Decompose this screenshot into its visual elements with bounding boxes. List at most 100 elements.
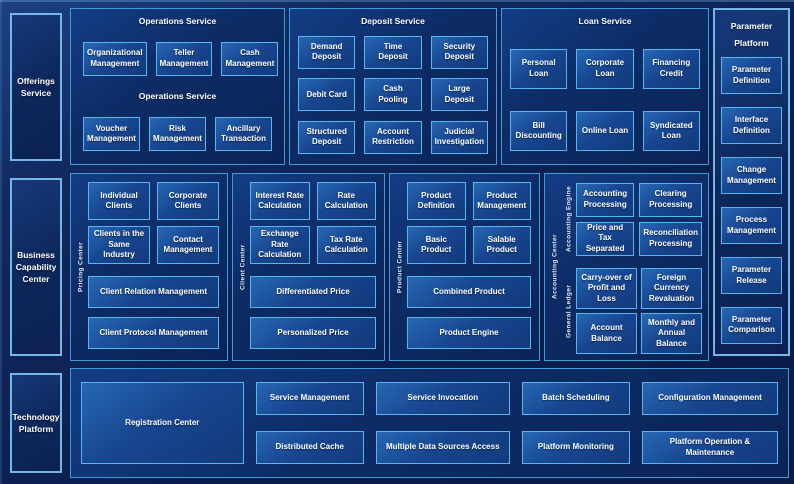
- box-bill-discounting: Bill Discounting: [510, 111, 568, 151]
- parameter-platform-panel: Parameter Platform Parameter Definition …: [713, 8, 790, 356]
- loan-service-panel: Loan Service Personal Loan Corporate Loa…: [501, 8, 709, 165]
- box-carry-over-profit-loss: Carry-over of Profit and Loss: [576, 268, 637, 309]
- deposit-row-2: Debit Card Cash Pooling Large Deposit: [298, 78, 488, 112]
- box-platform-operation-maintenance: Platform Operation & Maintenance: [641, 431, 778, 464]
- box-monthly-annual-balance: Monthly and Annual Balance: [641, 313, 702, 354]
- operations-service-panel: Operations Service Organizational Manage…: [70, 8, 285, 165]
- box-clearing-processing: Clearing Processing: [639, 182, 702, 217]
- box-client-relation-management: Client Relation Management: [88, 276, 219, 308]
- box-demand-deposit: Demand Deposit: [298, 35, 356, 69]
- accounting-engine-side-label: Accounting Engine: [565, 185, 573, 253]
- product-center-content: Product Definition Product Management Ba…: [407, 182, 531, 352]
- client-center-content: Interest Rate Calculation Rate Calculati…: [250, 182, 376, 352]
- technology-column-3: Batch Scheduling Platform Monitoring: [521, 382, 630, 464]
- loan-row-2: Bill Discounting Online Loan Syndicated …: [510, 111, 700, 151]
- box-platform-monitoring: Platform Monitoring: [521, 431, 630, 464]
- box-configuration-management: Configuration Management: [641, 382, 778, 415]
- client-center-panel: Client Center Interest Rate Calculation …: [232, 173, 385, 361]
- technology-column-4: Configuration Management Platform Operat…: [641, 382, 778, 464]
- client-center-side-label: Client Center: [239, 244, 247, 290]
- box-personal-loan: Personal Loan: [510, 48, 568, 89]
- box-reconciliation-processing: Reconciliation Processing: [639, 221, 702, 256]
- box-tax-rate-calculation: Tax Rate Calculation: [316, 226, 376, 264]
- box-rate-calculation: Rate Calculation: [316, 182, 376, 220]
- box-risk-management: Risk Management: [149, 116, 206, 151]
- box-service-invocation: Service Invocation: [375, 382, 510, 415]
- box-client-protocol-management: Client Protocol Management: [88, 317, 219, 349]
- box-interest-rate-calculation: Interest Rate Calculation: [250, 182, 310, 220]
- deposit-service-panel: Deposit Service Demand Deposit Time Depo…: [289, 8, 497, 165]
- box-multiple-data-sources-access: Multiple Data Sources Access: [375, 431, 510, 464]
- box-individual-clients: Individual Clients: [88, 182, 150, 220]
- box-account-restriction: Account Restriction: [364, 120, 422, 154]
- box-basic-product: Basic Product: [407, 226, 466, 264]
- box-registration-center: Registration Center: [81, 382, 244, 464]
- product-center-side-label: Product Center: [396, 240, 404, 294]
- accounting-engine-group: Accounting Engine Accounting Processing …: [562, 180, 702, 258]
- box-account-balance: Account Balance: [576, 313, 637, 354]
- box-distributed-cache: Distributed Cache: [255, 431, 364, 464]
- pricing-center-content: Individual Clients Corporate Clients Cli…: [88, 182, 219, 352]
- accounting-center-side-label: Accounting Center: [551, 234, 559, 300]
- operations-row-1: Organizational Management Teller Managem…: [83, 41, 279, 76]
- accounting-center-panel: Accounting Center Accounting Engine Acco…: [544, 173, 709, 361]
- pricing-center-panel: Pricing Center Individual Clients Corpor…: [70, 173, 228, 361]
- box-debit-card: Debit Card: [298, 78, 356, 112]
- box-cash-management: Cash Management: [221, 41, 279, 76]
- box-syndicated-loan: Syndicated Loan: [642, 111, 700, 151]
- box-foreign-currency-revaluation: Foreign Currency Revaluation: [641, 268, 702, 309]
- box-corporate-clients: Corporate Clients: [157, 182, 219, 220]
- pricing-center-side-label: Pricing Center: [77, 241, 85, 293]
- operations-service-subtitle: Operations Service: [138, 91, 217, 102]
- box-financing-credit: Financing Credit: [642, 48, 700, 89]
- business-capability-center-label: Business Capability Center: [10, 178, 62, 356]
- technology-column-1: Service Management Distributed Cache: [255, 382, 364, 464]
- technology-column-2: Service Invocation Multiple Data Sources…: [375, 382, 510, 464]
- box-contact-management: Contact Management: [157, 226, 219, 264]
- box-batch-scheduling: Batch Scheduling: [521, 382, 630, 415]
- parameter-platform-title: Parameter Platform: [730, 21, 773, 48]
- box-product-management: Product Management: [472, 182, 531, 220]
- technology-platform-panel: Registration Center Service Management D…: [70, 368, 789, 478]
- box-large-deposit: Large Deposit: [430, 78, 488, 112]
- offerings-service-label: Offerings Service: [10, 13, 62, 161]
- product-center-panel: Product Center Product Definition Produc…: [389, 173, 540, 361]
- box-time-deposit: Time Deposit: [364, 35, 422, 69]
- box-change-management: Change Management: [721, 157, 782, 195]
- technology-platform-label: Technology Platform: [10, 373, 62, 473]
- box-combined-product: Combined Product: [407, 276, 531, 308]
- box-organizational-management: Organizational Management: [83, 41, 147, 76]
- box-online-loan: Online Loan: [576, 111, 634, 151]
- box-teller-management: Teller Management: [155, 41, 213, 76]
- box-accounting-processing: Accounting Processing: [576, 182, 635, 217]
- deposit-row-3: Structured Deposit Account Restriction J…: [298, 120, 488, 154]
- operations-row-2: Voucher Management Risk Management Ancil…: [83, 116, 272, 151]
- box-cash-pooling: Cash Pooling: [364, 78, 422, 112]
- box-parameter-definition: Parameter Definition: [721, 57, 782, 95]
- box-price-and-tax-separated: Price and Tax Separated: [576, 221, 635, 256]
- box-service-management: Service Management: [255, 382, 364, 415]
- box-salable-product: Salable Product: [472, 226, 531, 264]
- box-product-engine: Product Engine: [407, 317, 531, 349]
- operations-service-title: Operations Service: [138, 16, 217, 26]
- box-parameter-release: Parameter Release: [721, 257, 782, 294]
- box-process-management: Process Management: [721, 207, 782, 245]
- box-product-definition: Product Definition: [407, 182, 466, 220]
- box-parameter-comparison: Parameter Comparison: [721, 306, 782, 344]
- box-clients-same-industry: Clients in the Same Industry: [88, 226, 150, 264]
- box-structured-deposit: Structured Deposit: [298, 120, 356, 154]
- box-corporate-loan: Corporate Loan: [576, 48, 634, 89]
- box-judicial-investigation: Judicial Investigation: [430, 120, 488, 154]
- box-personalized-price: Personalized Price: [250, 317, 376, 349]
- box-exchange-rate-calculation: Exchange Rate Calculation: [250, 226, 310, 264]
- deposit-row-1: Demand Deposit Time Deposit Security Dep…: [298, 35, 488, 69]
- box-ancillary-transaction: Ancillary Transaction: [215, 116, 272, 151]
- box-voucher-management: Voucher Management: [83, 116, 140, 151]
- box-interface-definition: Interface Definition: [721, 107, 782, 145]
- loan-service-title: Loan Service: [578, 16, 632, 26]
- deposit-service-title: Deposit Service: [361, 16, 425, 26]
- box-security-deposit: Security Deposit: [430, 35, 488, 69]
- general-ledger-group: General Ledger Carry-over of Profit and …: [562, 268, 702, 354]
- general-ledger-side-label: General Ledger: [565, 284, 573, 338]
